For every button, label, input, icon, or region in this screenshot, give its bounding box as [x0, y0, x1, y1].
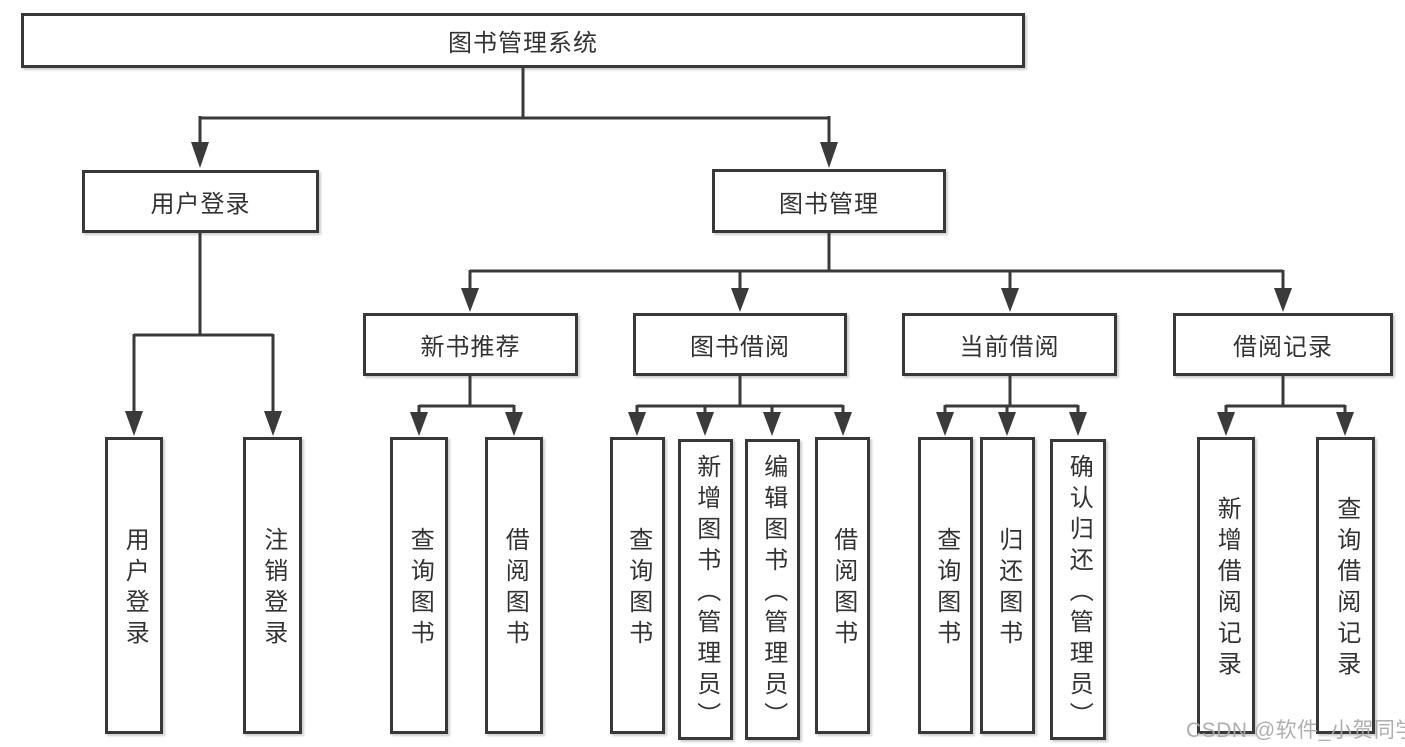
node-book-borrowing: 图书借阅: [633, 313, 847, 376]
node-label: 用户登录: [121, 527, 149, 651]
leaf-add-books-admin: 新增图书（管理员）: [678, 439, 733, 740]
leaf-logout-login: 注销登录: [243, 437, 302, 734]
node-label: 新增借阅记录: [1213, 496, 1241, 682]
csdn-watermark: CSDN @软件_小贺同学: [1186, 719, 1405, 742]
leaf-query-books-current: 查询图书: [918, 437, 973, 734]
connector-user-login-children: [125, 233, 282, 436]
arrowhead-icon: [410, 412, 428, 436]
node-label: 确认归还（管理员）: [1065, 453, 1093, 733]
leaf-add-borrow-record: 新增借阅记录: [1197, 437, 1255, 734]
node-label: 图书借阅: [690, 334, 790, 361]
connector-new-book-recommendation-children: [410, 376, 523, 436]
leaf-edit-books-admin: 编辑图书（管理员）: [745, 439, 800, 740]
leaf-query-books-recommend: 查询图书: [390, 437, 448, 734]
arrowhead-icon: [461, 288, 479, 312]
leaf-borrow-books-recommend: 借阅图书: [485, 437, 543, 734]
arrowhead-icon: [763, 412, 781, 436]
connector-root-to-level2: [191, 68, 838, 168]
leaf-borrow-books-borrowing: 借阅图书: [815, 437, 870, 734]
node-label: 借阅记录: [1233, 334, 1333, 361]
connector-borrowing-records-children: [1217, 376, 1354, 436]
arrowhead-icon: [628, 412, 646, 436]
arrowhead-icon: [264, 411, 282, 436]
arrowhead-icon: [505, 412, 523, 436]
node-label: 借阅图书: [829, 527, 857, 651]
leaf-return-books: 归还图书: [980, 437, 1035, 734]
node-user-login: 用户登录: [82, 170, 319, 233]
node-label: 查询借阅记录: [1332, 496, 1360, 682]
node-new-book-recommendation: 新书推荐: [363, 313, 578, 376]
arrowhead-icon: [731, 288, 749, 312]
arrowhead-icon: [1217, 412, 1235, 436]
node-label: 借阅图书: [501, 527, 529, 651]
node-book-management: 图书管理: [712, 169, 946, 233]
node-current-borrowing: 当前借阅: [902, 313, 1117, 376]
connector-book-management-children: [461, 232, 1292, 312]
arrowhead-icon: [834, 412, 852, 436]
arrowhead-icon: [696, 412, 714, 436]
node-label: 图书管理: [779, 190, 879, 218]
arrowhead-icon: [191, 142, 209, 168]
node-library-management-system: 图书管理系统: [21, 13, 1025, 68]
arrowhead-icon: [1069, 412, 1087, 436]
node-label: 查询图书: [406, 527, 434, 651]
arrowhead-icon: [998, 412, 1016, 436]
node-label: 图书管理系统: [448, 30, 598, 57]
arrowhead-icon: [936, 412, 954, 436]
arrowhead-icon: [1336, 412, 1354, 436]
leaf-query-borrow-record: 查询借阅记录: [1316, 437, 1375, 734]
node-label: 新书推荐: [420, 334, 521, 361]
node-label: 当前借阅: [959, 334, 1060, 361]
arrowhead-icon: [125, 411, 143, 436]
node-label: 新增图书（管理员）: [692, 453, 720, 733]
arrowhead-icon: [1274, 288, 1292, 312]
node-label: 用户登录: [150, 191, 251, 218]
node-label: 查询图书: [932, 527, 960, 651]
node-label: 归还图书: [994, 527, 1022, 651]
leaf-user-login: 用户登录: [105, 437, 163, 734]
leaf-query-books-borrowing: 查询图书: [610, 437, 665, 734]
node-label: 编辑图书（管理员）: [759, 453, 787, 733]
node-label: 查询图书: [624, 527, 652, 651]
arrowhead-icon: [1001, 288, 1019, 312]
connector-book-borrowing-children: [628, 376, 852, 436]
leaf-confirm-return-admin: 确认归还（管理员）: [1050, 439, 1106, 740]
node-borrowing-records: 借阅记录: [1173, 313, 1393, 376]
connector-current-borrowing-children: [936, 376, 1087, 436]
arrowhead-icon: [820, 142, 838, 168]
node-label: 注销登录: [259, 527, 287, 651]
